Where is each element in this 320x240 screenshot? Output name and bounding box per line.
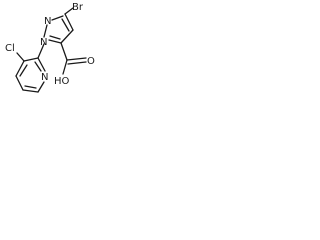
bond-c3-c4 bbox=[15, 60, 25, 77]
atom-o-label: O bbox=[87, 56, 95, 67]
bond-c3-c4-inner bbox=[61, 18, 70, 32]
bond-c6-n bbox=[37, 81, 45, 93]
carboxylic-acid bbox=[60, 42, 87, 75]
bond-c4-c5 bbox=[15, 75, 24, 91]
bond-c3-c4 bbox=[64, 13, 74, 31]
bond-carboxyl-o-double bbox=[66, 57, 87, 61]
pyrazole-ring bbox=[43, 13, 74, 44]
bond-carboxyl-o-double-inner bbox=[67, 61, 87, 65]
bond-n-c2 bbox=[37, 57, 46, 72]
atom-oh-label: HO bbox=[54, 76, 70, 87]
atom-br-label: Br bbox=[72, 2, 84, 13]
bond-c2-c3 bbox=[23, 57, 39, 62]
pyridine-ring bbox=[15, 57, 46, 93]
bond-n2-c3 bbox=[51, 15, 64, 21]
bond-c5-c6 bbox=[22, 89, 39, 93]
bond-c5-carboxyl bbox=[60, 42, 68, 61]
atom-cl-label: Cl bbox=[5, 43, 15, 54]
atom-n1-label: N bbox=[40, 37, 47, 48]
atom-n2-label: N bbox=[44, 16, 51, 27]
bond-c5-n1 bbox=[48, 39, 62, 44]
bond-c5-c6-inner bbox=[24, 85, 37, 89]
bond-c3-c4-inner bbox=[19, 64, 28, 77]
bond-carboxyl-oh bbox=[62, 59, 68, 75]
structure-diagram: Br N N Cl N O HO bbox=[5, 2, 95, 93]
bond-n-c2-inner bbox=[34, 61, 42, 72]
bond-n1-n2 bbox=[43, 24, 48, 38]
bond-c5-n1-inner bbox=[49, 35, 61, 40]
bond-c4-c5 bbox=[60, 29, 74, 44]
bond-c3-cl bbox=[16, 52, 25, 62]
bond-n1-pyridine bbox=[37, 43, 45, 59]
bond-c3-br bbox=[64, 7, 74, 15]
atom-n-pyridine-label: N bbox=[41, 72, 48, 83]
